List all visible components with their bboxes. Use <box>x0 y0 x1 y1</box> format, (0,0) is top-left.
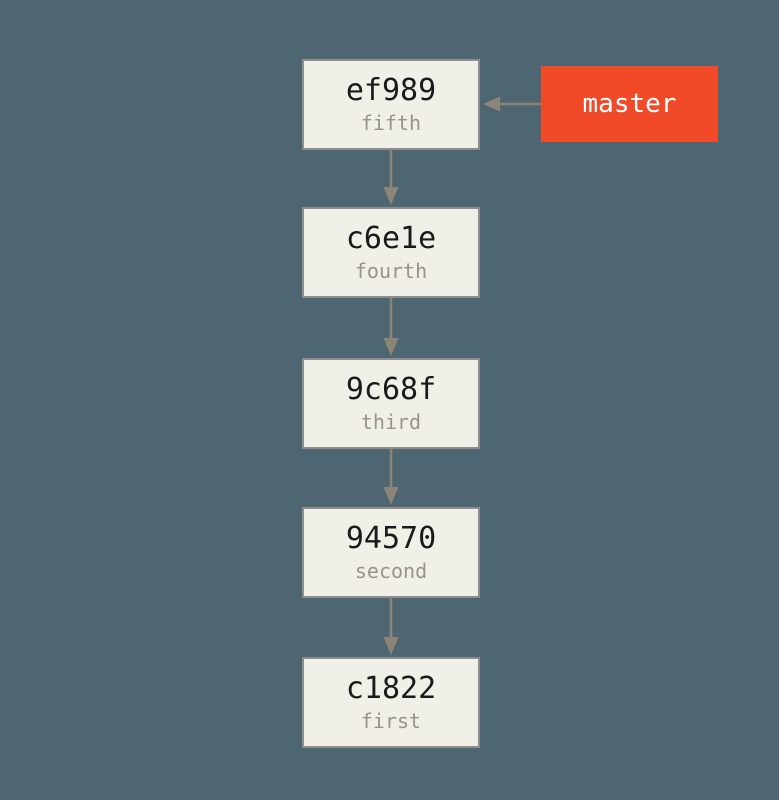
parent-arrow-4 <box>383 598 399 655</box>
commit-message: first <box>360 709 422 733</box>
parent-arrow-3 <box>383 449 399 505</box>
commit-message: fifth <box>360 111 422 135</box>
commit-node-ef989: ef989 fifth <box>302 59 480 150</box>
arrow-head-down-icon <box>383 338 399 356</box>
commit-message: third <box>360 410 422 434</box>
commit-node-94570: 94570 second <box>302 507 480 598</box>
commit-hash: 94570 <box>345 521 437 556</box>
commit-node-c1822: c1822 first <box>302 657 480 748</box>
commit-message: fourth <box>354 259 428 283</box>
commit-node-c6e1e: c6e1e fourth <box>302 207 480 298</box>
branch-pointer-arrow <box>483 96 541 112</box>
commit-hash: c1822 <box>345 671 437 706</box>
commit-node-9c68f: 9c68f third <box>302 358 480 449</box>
commit-hash: 9c68f <box>345 372 437 407</box>
arrow-head-left-icon <box>483 96 500 112</box>
commit-hash: ef989 <box>345 73 437 108</box>
commit-hash: c6e1e <box>345 221 437 256</box>
parent-arrow-2 <box>383 298 399 356</box>
arrow-head-down-icon <box>383 637 399 655</box>
parent-arrow-1 <box>383 150 399 205</box>
commit-message: second <box>354 559 428 583</box>
arrow-head-down-icon <box>383 487 399 505</box>
branch-name: master <box>582 89 677 119</box>
branch-label-master: master <box>541 66 718 142</box>
arrow-head-down-icon <box>383 187 399 205</box>
